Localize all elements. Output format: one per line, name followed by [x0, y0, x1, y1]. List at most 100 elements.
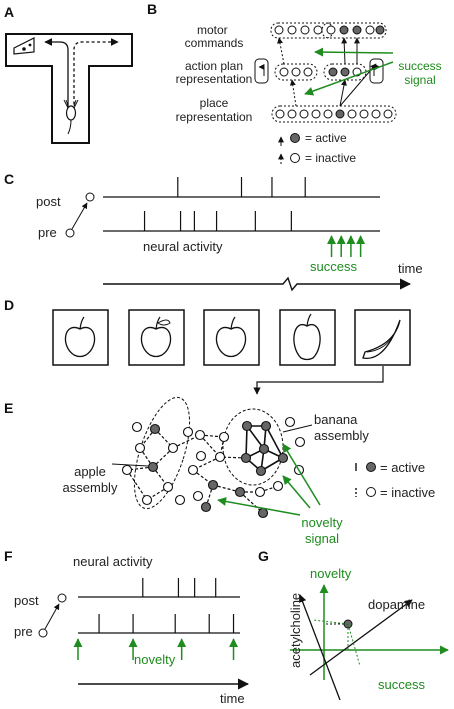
panel-c: C post pre neural activity success time — [4, 171, 423, 292]
assembly-node — [207, 479, 219, 491]
right-action-box — [369, 58, 384, 84]
panel-d: D — [4, 297, 411, 395]
motor-node — [352, 25, 362, 35]
neural-activity-label-f: neural activity — [73, 554, 153, 569]
assembly-node — [141, 494, 153, 506]
action-group-left — [274, 63, 318, 81]
mouse-icon — [63, 99, 79, 135]
assembly-node — [121, 464, 133, 476]
action-nodes — [279, 67, 362, 77]
assembly-node — [260, 420, 272, 432]
assembly-node — [218, 431, 230, 443]
dopamine-axis-label: dopamine — [368, 597, 425, 612]
apple-icon — [52, 309, 109, 366]
motor-group-left — [270, 22, 334, 39]
place-node — [323, 109, 333, 119]
panel-e-letter: E — [4, 400, 13, 416]
post-label-c: post — [36, 194, 61, 209]
object-boxes — [52, 309, 411, 366]
t-maze — [5, 33, 133, 144]
panel-c-letter: C — [4, 171, 14, 187]
left-action-box — [254, 58, 269, 84]
panel-f-letter: F — [4, 548, 13, 564]
legend-b: = active = inactive — [278, 131, 356, 165]
place-node — [287, 109, 297, 119]
connection-arrow — [277, 37, 285, 65]
assembly-node — [294, 436, 306, 448]
acetylcholine-axis-label: acetylcholine — [288, 593, 303, 668]
action-node — [340, 67, 350, 77]
novelty-axis-label: novelty — [310, 566, 352, 581]
assembly-node — [214, 451, 226, 463]
legend-active-b: = active — [305, 131, 347, 145]
legend-inactive-e: = inactive — [380, 485, 435, 500]
apple-round-icon — [203, 309, 260, 366]
connection-arrow — [339, 79, 347, 107]
success-label-c: success — [310, 259, 357, 274]
assembly-node — [182, 426, 194, 438]
assembly-node — [254, 486, 266, 498]
assembly-node — [200, 501, 212, 513]
place-node — [335, 109, 345, 119]
post-label-f: post — [14, 593, 39, 608]
place-node — [371, 109, 381, 119]
place-nodes — [275, 109, 393, 119]
motor-commands-label: motor commands — [185, 23, 244, 50]
assembly-node — [240, 452, 252, 464]
assembly-node — [277, 452, 289, 464]
motor-node — [274, 25, 284, 35]
motor-node — [365, 25, 375, 35]
assembly-node — [149, 423, 161, 435]
novelty-arrows — [73, 638, 239, 660]
motor-node — [300, 25, 310, 35]
legend-e: = active = inactive — [355, 460, 435, 500]
assembly-node — [257, 507, 269, 519]
banana-icon — [354, 309, 411, 366]
assembly-node — [131, 421, 143, 433]
neural-activity-label-c: neural activity — [143, 239, 223, 254]
assembly-node — [195, 450, 207, 462]
panel-f: F neural activity post pre novelty time — [4, 548, 250, 706]
place-node — [275, 109, 285, 119]
assembly-network — [121, 416, 306, 519]
spike-train-c — [143, 177, 306, 231]
success-axis-label: success — [378, 677, 425, 692]
assembly-node — [174, 494, 186, 506]
assembly-node — [187, 464, 199, 476]
panel-d-letter: D — [4, 297, 14, 313]
place-node — [311, 109, 321, 119]
place-node — [383, 109, 393, 119]
time-label-f: time — [220, 691, 245, 706]
legend-active-e: = active — [380, 460, 425, 475]
panel-g: G novelty acetylcholine dopamine success — [258, 548, 449, 701]
assembly-node — [167, 442, 179, 454]
pre-label-c: pre — [38, 225, 57, 240]
connection-arrow — [289, 79, 297, 107]
assembly-node — [162, 481, 174, 493]
assembly-node — [255, 465, 267, 477]
motor-node — [375, 25, 385, 35]
motor-node — [339, 25, 349, 35]
assembly-node — [234, 486, 246, 498]
spike-train-f — [98, 578, 235, 633]
apple-tall-icon — [279, 309, 336, 366]
assembly-node — [147, 461, 159, 473]
success-arrows — [327, 235, 366, 257]
motor-node — [287, 25, 297, 35]
time-label-c: time — [398, 261, 423, 276]
legend-inactive-b: = inactive — [305, 151, 356, 165]
motor-node — [313, 25, 323, 35]
action-node — [303, 67, 313, 77]
place-node — [347, 109, 357, 119]
connection-arrow — [341, 37, 348, 65]
panel-g-letter: G — [258, 548, 269, 564]
motor-nodes — [274, 25, 385, 35]
